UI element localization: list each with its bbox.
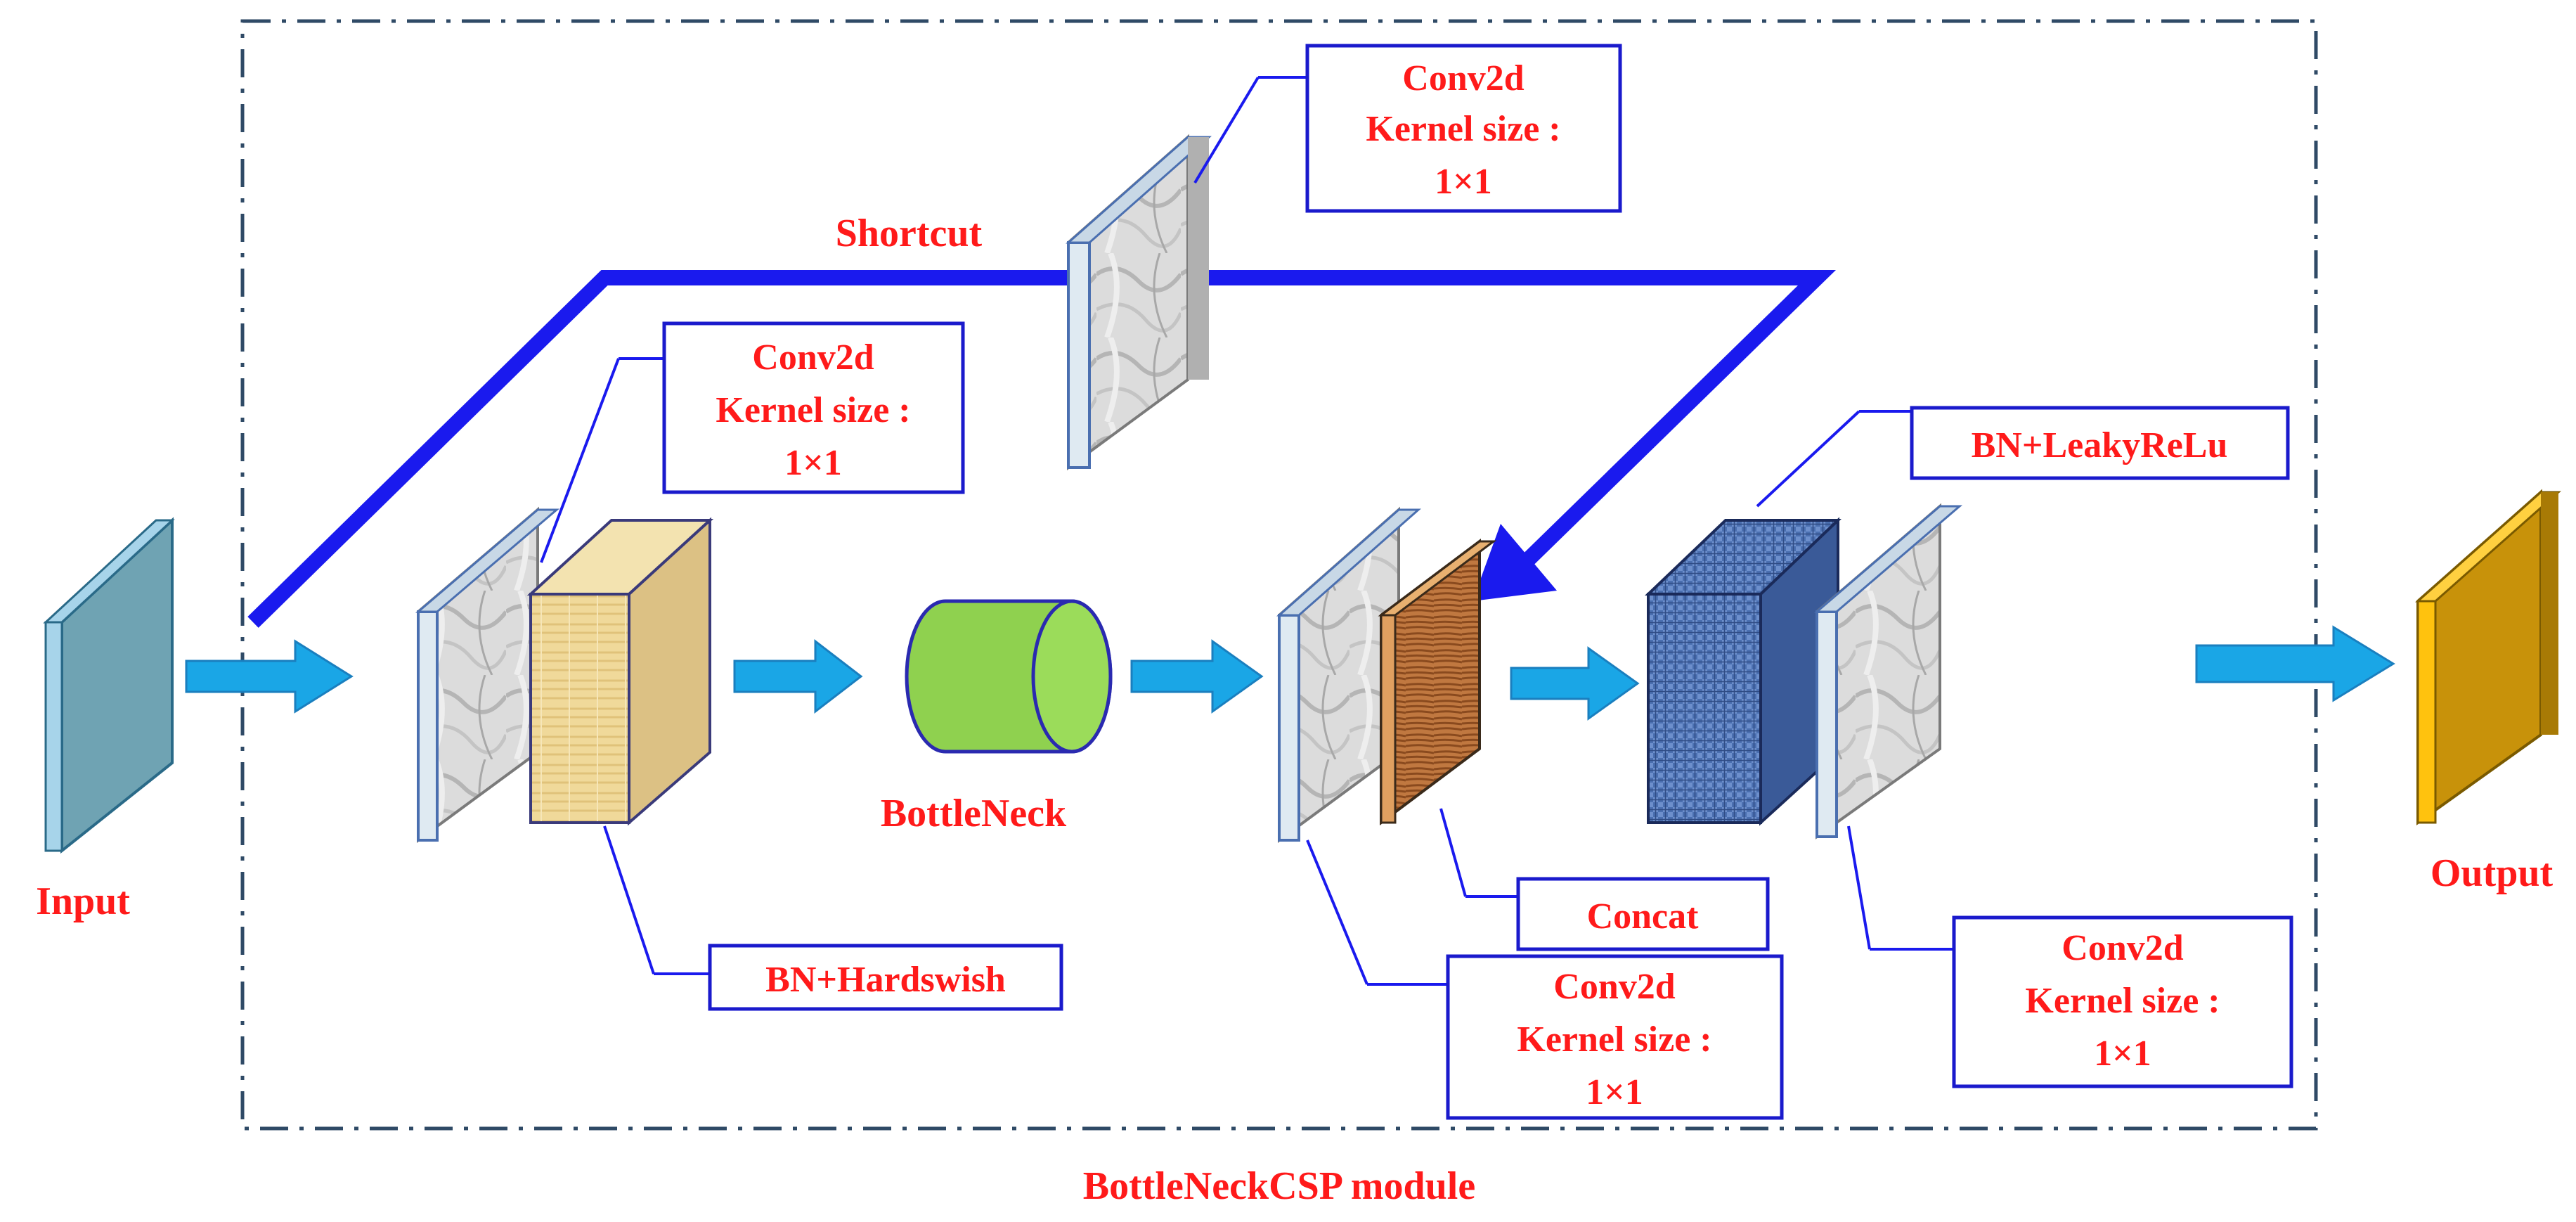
annotation-conv-last-line2: Kernel size :	[2025, 981, 2220, 1021]
annotation-conv-last-line1: Conv2d	[2062, 928, 2183, 968]
annotation-conv-last-line3: 1×1	[2094, 1034, 2151, 1074]
annotation-conv-mid-line2: Kernel size :	[1517, 1020, 1711, 1060]
input-block	[43, 517, 175, 854]
shortcut-line	[247, 270, 1075, 628]
annotation-bn-hardswish-text: BN+Hardswish	[765, 960, 1006, 1000]
bn-hardswish-block	[526, 517, 714, 826]
leader-conv-last	[1847, 825, 1871, 950]
arrow-to-bn-leakyrelu	[1510, 646, 1640, 721]
bn-leakyrelu-block	[1645, 517, 1842, 826]
output-label: Output	[2431, 851, 2554, 895]
annotation-conv-first-line3: 1×1	[784, 443, 842, 483]
leader-bn-hardswish	[603, 825, 655, 975]
arrow-input-to-conv	[185, 639, 354, 714]
shortcut-arrowhead	[1473, 524, 1557, 601]
last-conv-block	[1813, 503, 1963, 840]
leader-bn-leakyrelu	[1756, 410, 1860, 508]
annotation-conv-top	[1305, 44, 1622, 213]
bottleneck-label: BottleNeck	[881, 792, 1067, 835]
shortcut-label: Shortcut	[836, 212, 983, 255]
shortcut-line-return	[1149, 270, 1837, 568]
bottleneck-cylinder	[905, 599, 1113, 754]
annotation-bn-hardswish	[708, 944, 1063, 1011]
leader-conv-first	[540, 358, 620, 563]
arrow-to-output	[2195, 625, 2395, 702]
annotation-conv-mid	[1446, 954, 1784, 1120]
leader-conv-mid	[1306, 840, 1368, 985]
concat-block	[1378, 539, 1497, 825]
annotation-conv-first	[662, 321, 965, 494]
arrow-to-concat	[1130, 639, 1264, 714]
annotation-bn-leakyrelu	[1910, 406, 2290, 480]
annotation-conv-top-line2: Kernel size :	[1366, 109, 1560, 149]
annotation-bn-leakyrelu-text: BN+LeakyReLu	[1972, 425, 2228, 465]
annotation-conv-top-line3: 1×1	[1435, 162, 1492, 202]
annotation-conv-mid-line1: Conv2d	[1553, 967, 1675, 1007]
annotation-conv-mid-line3: 1×1	[1586, 1072, 1643, 1112]
leader-conv-top	[1193, 76, 1260, 184]
module-label: BottleNeckCSP module	[1083, 1164, 1475, 1208]
leader-concat	[1439, 808, 1467, 897]
annotation-concat	[1516, 877, 1770, 951]
annotation-conv-first-line1: Conv2d	[752, 337, 874, 378]
annotation-concat-text: Concat	[1587, 896, 1700, 937]
annotation-conv-first-line2: Kernel size :	[716, 390, 910, 430]
arrow-to-bottleneck	[733, 638, 863, 714]
input-label: Input	[36, 880, 130, 923]
concat-conv-block	[1276, 506, 1421, 843]
annotation-conv-top-line1: Conv2d	[1402, 58, 1524, 98]
first-conv-block	[415, 506, 560, 843]
shortcut-conv-block	[1066, 134, 1212, 470]
annotation-conv-last	[1952, 915, 2293, 1088]
output-block	[2415, 489, 2561, 825]
